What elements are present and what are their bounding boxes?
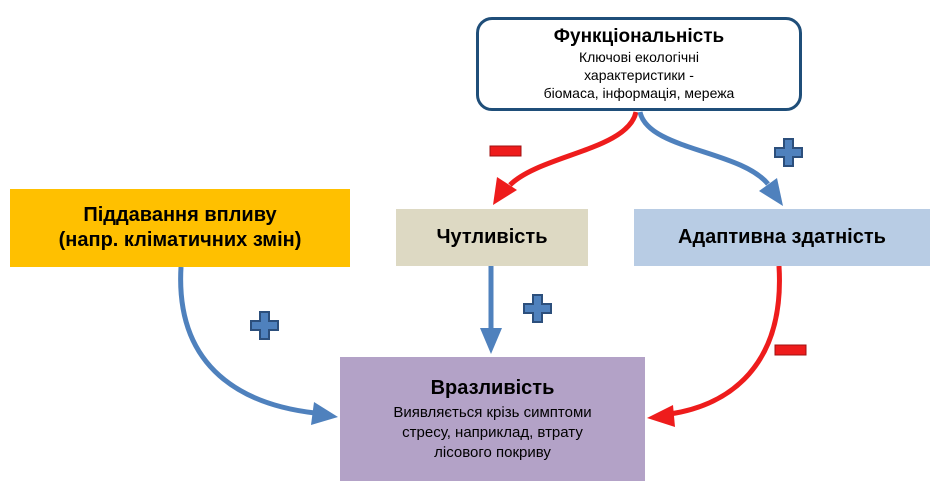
functionality-line: Ключові екологічні (578, 49, 700, 65)
vulnerability-node: Вразливість Виявляється крізь симптоми с… (340, 357, 645, 481)
functionality-node: Функціональність Ключові екологічні хара… (476, 17, 802, 111)
exposure-line: (напр. кліматичних змін) (58, 229, 302, 251)
sensitivity-label: Чутливість (436, 226, 548, 248)
arrowhead-vulnerability-right (647, 405, 675, 427)
plus-sign-icon (774, 138, 803, 167)
exposure-line: Піддавання впливу (83, 204, 277, 226)
vulnerability-line: лісового покриву (434, 444, 551, 461)
exposure-node: Піддавання впливу (напр. кліматичних змі… (10, 189, 350, 267)
vulnerability-title: Вразливість (430, 377, 555, 399)
plus-sign-icon (250, 311, 279, 340)
arrowhead-sensitivity (493, 177, 517, 205)
arrow-functionality-to-adaptive (637, 111, 770, 186)
functionality-title: Функціональність (553, 26, 725, 47)
arrow-adaptive-to-vulnerability (669, 265, 782, 417)
arrow-functionality-to-sensitivity (508, 111, 639, 187)
functionality-line: біомаса, інформація, мережа (543, 85, 735, 101)
arrow-exposure-to-vulnerability (178, 266, 316, 416)
plus-sign-icon (523, 294, 552, 323)
minus-sign-icon (489, 145, 522, 157)
arrowhead-vulnerability-left (311, 402, 338, 425)
minus-sign-icon (774, 344, 807, 356)
vulnerability-line: стресу, наприклад, втрату (402, 424, 583, 441)
adaptive-capacity-node: Адаптивна здатність (634, 209, 930, 266)
arrowhead-vulnerability-top (480, 328, 502, 354)
arrowhead-adaptive (759, 178, 783, 206)
functionality-line: характеристики - (584, 67, 694, 83)
adaptive-capacity-label: Адаптивна здатність (678, 226, 886, 248)
vulnerability-line: Виявляється крізь симптоми (393, 404, 592, 421)
sensitivity-node: Чутливість (396, 209, 588, 266)
